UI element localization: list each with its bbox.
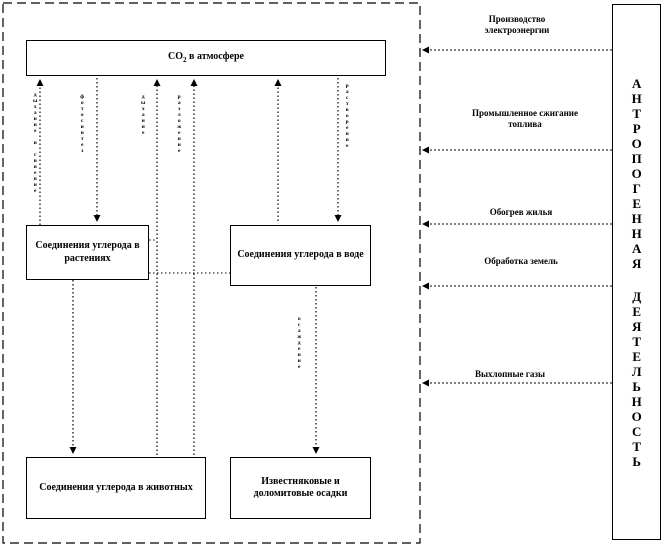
atmosphere-box: СО2 в атмосфере — [26, 40, 386, 76]
plants-box: Соединения углерода в растениях — [26, 225, 149, 280]
label-photosynthesis: фотосинтез — [79, 94, 86, 154]
label-decomposition: разложение — [176, 94, 183, 154]
plants-label: Соединения углерода в растениях — [35, 240, 140, 264]
label-sedimentation: осаждение — [296, 316, 303, 370]
input-label-heating: Обогрев жилья — [489, 207, 553, 217]
anthropogenic-word-1: АНТРОПОГЕННАЯ — [629, 75, 645, 271]
atmosphere-label: СО2 в атмосфере — [168, 51, 244, 65]
input-label-electricity: Производство электроэнергии — [484, 14, 550, 35]
input-label-exhaust: Выхлопные газы — [475, 369, 545, 379]
water-box: Соединения углерода в воде — [230, 225, 371, 286]
animals-label: Соединения углерода в животных — [39, 481, 193, 493]
anthropogenic-word-2: ДЕЯТЕЛЬНОСТЬ — [629, 288, 645, 469]
animals-box: Соединения углерода в животных — [26, 457, 206, 519]
label-dissolution: растворение — [344, 83, 351, 149]
input-label-land: Обработка земель — [484, 256, 558, 266]
sediments-box: Известняковые и доломитовые осадки — [230, 457, 371, 519]
sediments-label: Известняковые и доломитовые осадки — [253, 475, 348, 500]
anthropogenic-activity-box: АНТРОПОГЕННАЯ ДЕЯТЕЛЬНОСТЬ — [612, 4, 661, 540]
input-label-fuel: Промышленное сжигание топлива — [472, 108, 578, 129]
label-respiration-animals: дыхание — [140, 94, 147, 136]
water-label: Соединения углерода в воде — [237, 249, 364, 261]
biosphere-frame — [2, 2, 421, 544]
label-respiration-plants: дыхание и гниение — [32, 92, 39, 194]
